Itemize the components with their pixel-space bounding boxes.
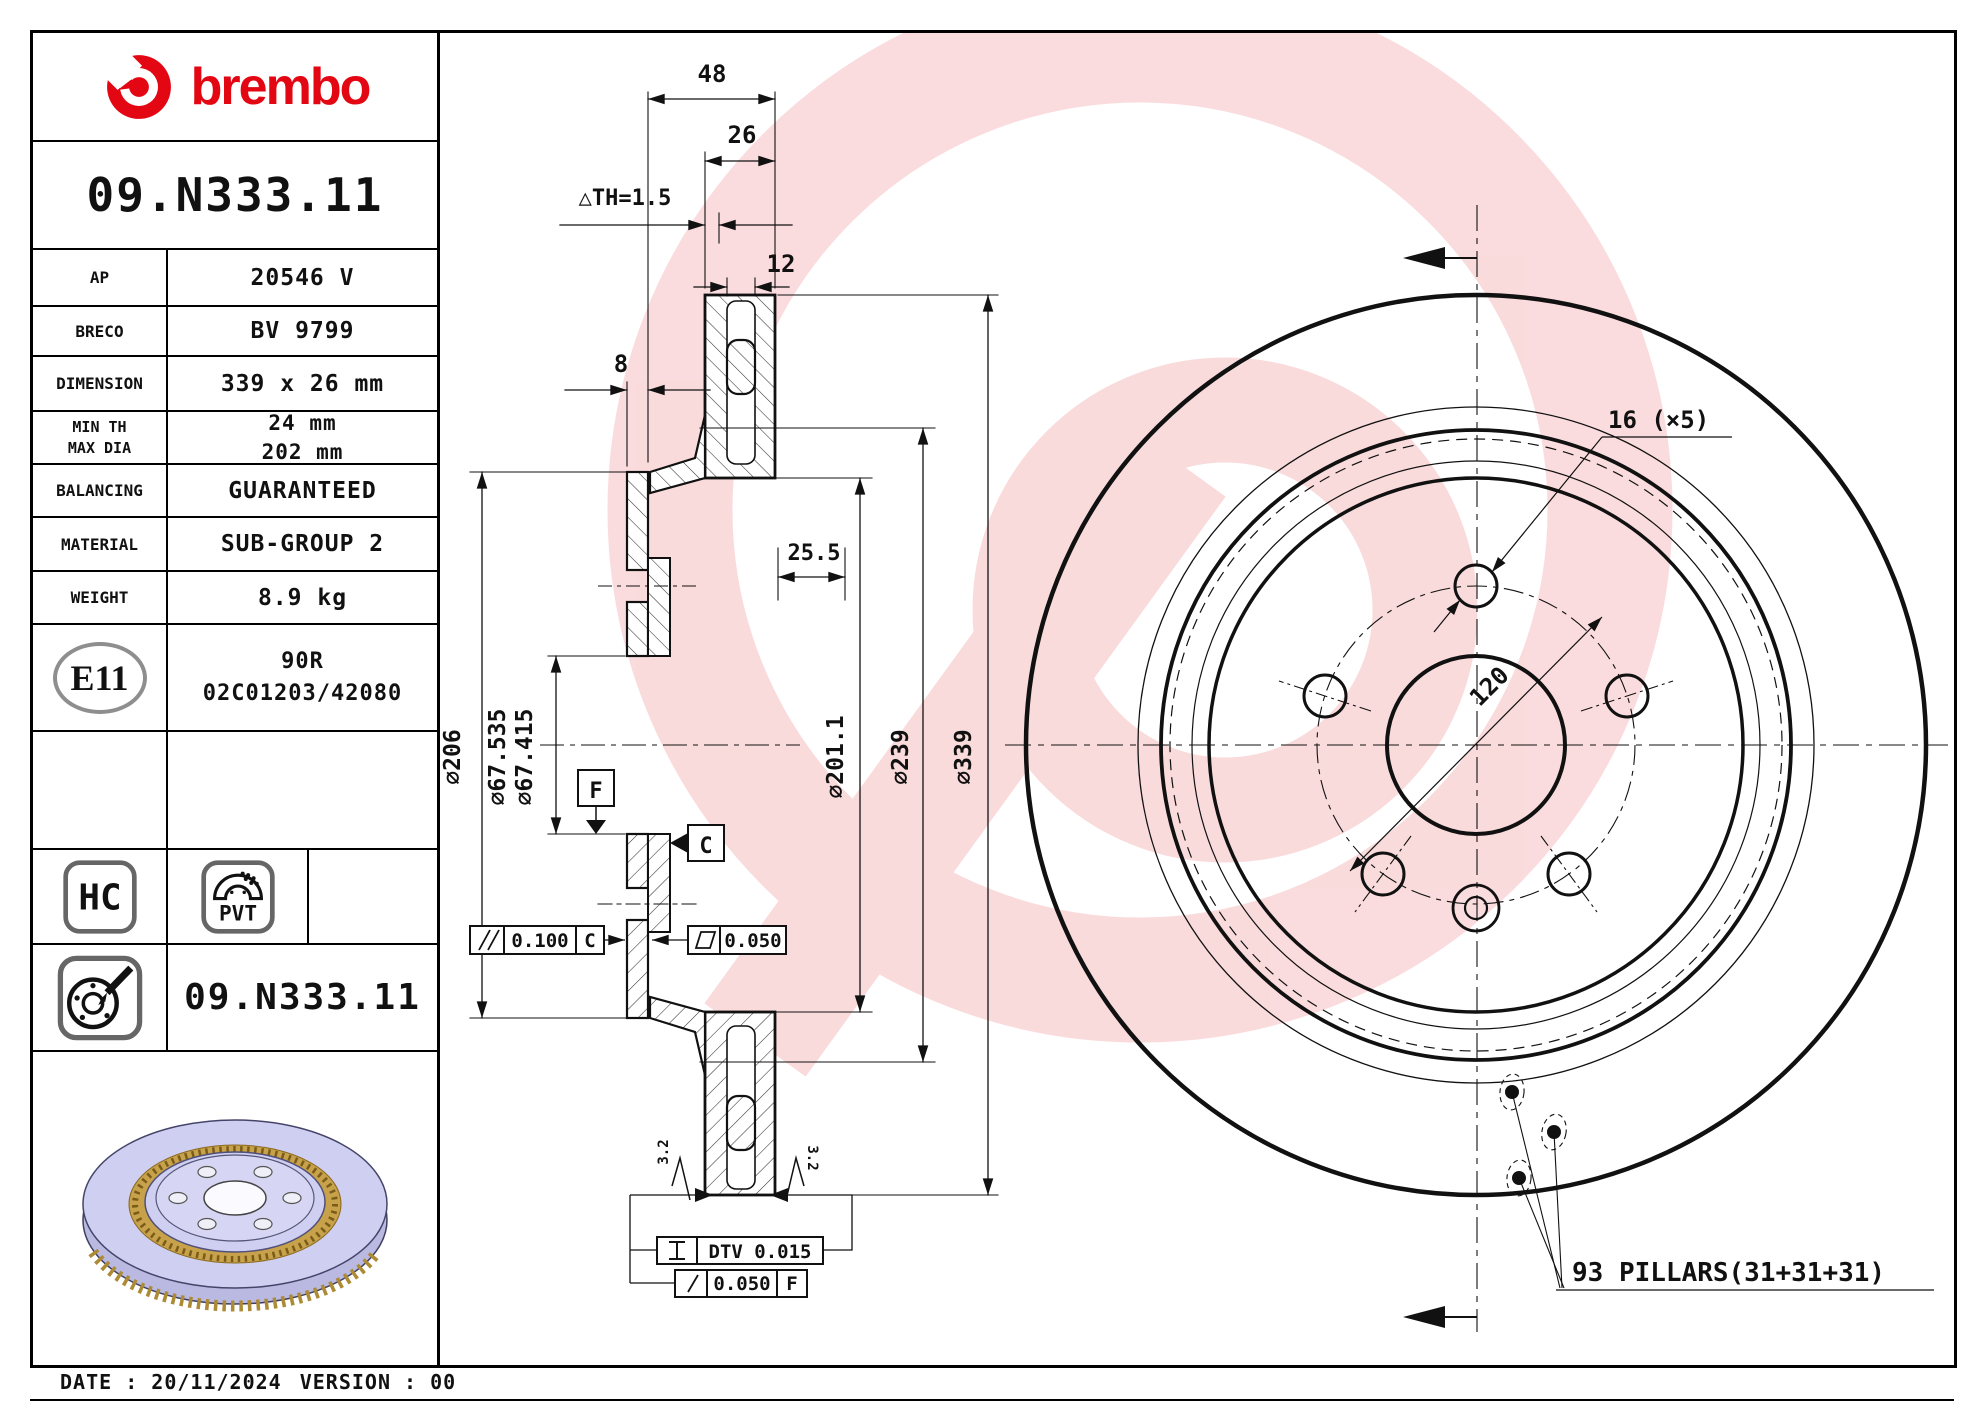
- hc-icon: HC: [62, 859, 137, 934]
- pvt-icon: PVT: [200, 859, 275, 934]
- feature-icons-row: HC PVT: [33, 848, 437, 943]
- disc-marking-icon: [57, 955, 142, 1040]
- dim-bore-min: ∅67.415: [512, 709, 538, 806]
- empty-row: [33, 730, 437, 848]
- runout-datum: F: [786, 1273, 797, 1295]
- datum-c-triangle: [670, 833, 688, 853]
- roughness-left-icon: [671, 1155, 691, 1201]
- bolt-circle: [1316, 585, 1636, 905]
- e11-badge: E11: [52, 641, 147, 714]
- sheet-edge-line: [30, 1399, 1954, 1401]
- spec-value: GUARANTEED: [228, 477, 377, 504]
- spec-label: BALANCING: [33, 465, 168, 516]
- parallelism-icon: [478, 929, 491, 951]
- dim-th-delta: △TH=1.5: [579, 186, 672, 211]
- runout-icon: [687, 1274, 699, 1293]
- version-label: VERSION : 00: [299, 1370, 457, 1394]
- spec-label: AP: [33, 250, 168, 305]
- bolt-hole: [1302, 673, 1348, 719]
- roughness-left: 3.2: [656, 1139, 672, 1164]
- homologation-row: E11 90R 02C01203/42080: [33, 623, 437, 730]
- datum-f-label: F: [589, 779, 602, 804]
- spec-row-breco: BRECO BV 9799: [33, 305, 437, 355]
- dim-offset: 25.5: [788, 541, 841, 566]
- spec-label: BRECO: [33, 307, 168, 355]
- spec-value: SUB-GROUP 2: [220, 531, 385, 557]
- date-label: DATE : 20/11/2024: [60, 1370, 282, 1394]
- dim-mid-dia: ∅239: [888, 729, 914, 784]
- spec-row-balancing: BALANCING GUARANTEED: [33, 463, 437, 516]
- flatness-value: 0.050: [724, 930, 781, 952]
- dim-vent-width: 12: [767, 250, 796, 278]
- roughness-right: 3.2: [804, 1145, 820, 1170]
- brembo-watermark-logo: [607, 33, 1673, 1077]
- spec-row-ap: AP 20546 V: [33, 248, 437, 305]
- dim-band-thickness: 26: [728, 121, 757, 149]
- dim-hat-dia: ∅206: [440, 729, 466, 784]
- pin-hole: [1451, 883, 1501, 933]
- bolt-hole: [1604, 673, 1650, 719]
- title-block: brembo 09.N333.11 AP 20546 V BRECO BV 97…: [33, 33, 440, 1365]
- spec-row-minmax: MIN TH MAX DIA 24 mm 202 mm: [33, 410, 437, 464]
- spec-row-material: MATERIAL SUB-GROUP 2: [33, 516, 437, 570]
- spec-value: 24 mm: [268, 411, 337, 436]
- spec-value: BV 9799: [250, 318, 355, 344]
- disc-3d-image: [82, 1118, 388, 1312]
- front-view-dimensions: 16 (×5) 120 93 PILLARS(31+31+31): [1349, 406, 1934, 1291]
- cross-section-view: [540, 293, 800, 1197]
- spec-label: MAX DIA: [67, 438, 132, 457]
- brand-wordmark: brembo: [190, 57, 372, 116]
- spec-label: MATERIAL: [33, 518, 168, 570]
- homologation-line1: 90R: [281, 648, 324, 674]
- datum-f-triangle: [586, 820, 606, 834]
- dim-outer-dia: ∅339: [951, 729, 977, 784]
- spec-value: 20546 V: [250, 264, 355, 291]
- bolt-hole: [1453, 563, 1499, 609]
- spec-value: 8.9 kg: [257, 584, 348, 611]
- spec-value: 339 x 26 mm: [220, 370, 385, 397]
- gdt-annotations: F C 0.100 C 0.050: [469, 769, 853, 1298]
- datum-c-label: C: [699, 834, 712, 859]
- dim-bore-max: ∅67.535: [485, 709, 511, 806]
- spec-label: MIN TH: [72, 417, 127, 436]
- spec-value: 202 mm: [261, 439, 344, 464]
- spec-row-weight: WEIGHT 8.9 kg: [33, 570, 437, 623]
- front-view: [1005, 205, 1948, 1332]
- dim-bolt-hole: 16 (×5): [1608, 406, 1709, 434]
- parallelism-datum: C: [584, 930, 595, 952]
- runout-value: 0.050: [713, 1273, 770, 1295]
- roughness-right-icon: [785, 1155, 805, 1201]
- dim-flange-thickness: 8: [614, 350, 628, 378]
- spec-label: DIMENSION: [33, 357, 168, 410]
- dim-pillars: 93 PILLARS(31+31+31): [1572, 1258, 1885, 1288]
- parallelism-value: 0.100: [511, 930, 568, 952]
- revision-footer: DATE : 20/11/2024 VERSION : 00: [60, 1370, 456, 1394]
- section-arrow-top: [1403, 247, 1445, 269]
- svg-text:HC: HC: [78, 877, 121, 918]
- svg-text:PVT: PVT: [218, 900, 256, 925]
- flatness-icon: [694, 931, 717, 949]
- brand-header: brembo: [33, 33, 437, 140]
- disc-photo-row: [33, 1050, 437, 1365]
- section-arrow-bottom: [1403, 1306, 1445, 1328]
- outer-diameter-circle: [1023, 292, 1929, 1198]
- brembo-logo-icon: [103, 51, 171, 119]
- dim-inner-dia: ∅201.1: [823, 715, 849, 798]
- part-number-main: 09.N333.11: [33, 140, 437, 248]
- spec-row-dimension: DIMENSION 339 x 26 mm: [33, 355, 437, 410]
- part-number-row: 09.N333.11: [33, 943, 437, 1050]
- cross-section-dimensions: 48 26 △TH=1.5 12 8 25.5: [440, 60, 999, 1196]
- homologation-line2: 02C01203/42080: [202, 680, 403, 706]
- spec-label: WEIGHT: [33, 572, 168, 623]
- dtv-value: DTV 0.015: [709, 1241, 812, 1263]
- dim-overall-width: 48: [698, 60, 727, 88]
- part-number-repeat: 09.N333.11: [184, 977, 421, 1018]
